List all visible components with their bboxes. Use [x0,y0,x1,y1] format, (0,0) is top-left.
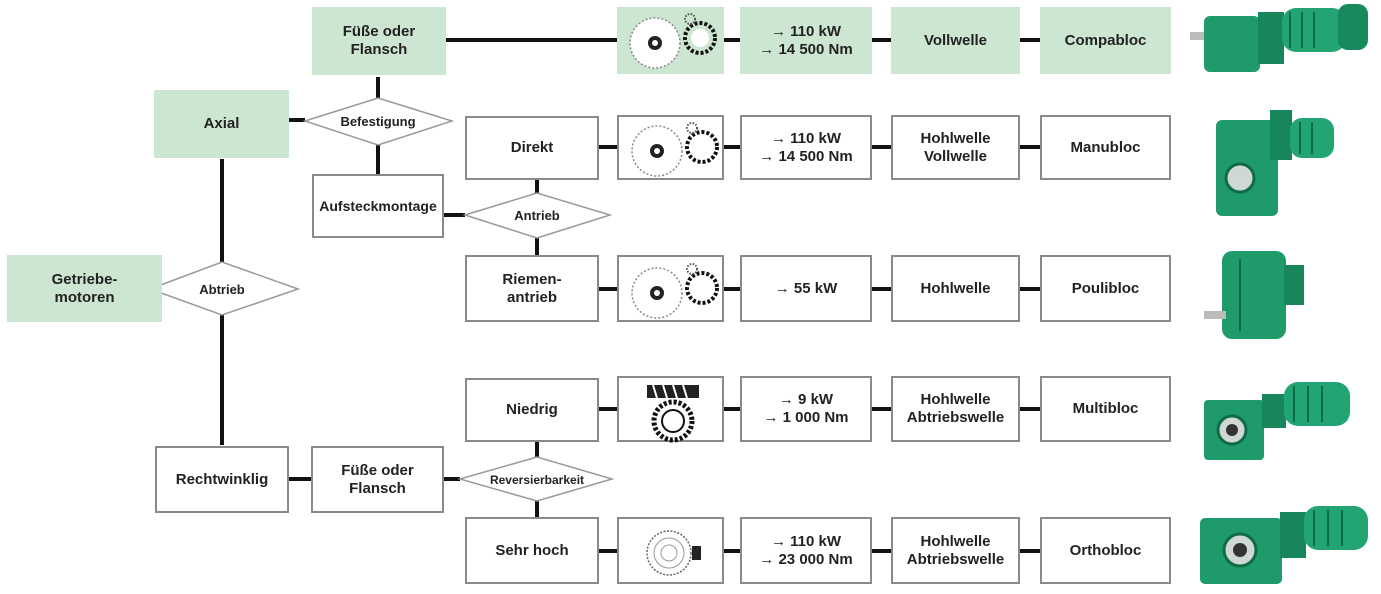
manubloc-motor-image [1216,110,1334,216]
spec-compabloc: → 110 kW → 14 500 Nm [740,7,872,74]
shaft-poulibloc: Hohlwelle [891,255,1020,322]
branch-rechtwinklig: Rechtwinklig [155,446,289,513]
decision-befestigung-diamond [302,97,455,146]
shaft-manubloc: Hohlwelle Vollwelle [891,115,1020,180]
orthobloc-motor-image [1200,506,1368,584]
branch-sehr-hoch: Sehr hoch [465,517,599,584]
decision-reversierbarkeit: Reversierbarkeit [489,473,585,487]
compabloc-motor-image [1190,4,1368,72]
decision-antrieb: Antrieb [514,207,560,223]
branch-riemenantrieb: Riemen- antrieb [465,255,599,322]
spur-gear-icon [617,115,724,180]
branch-aufsteckmontage: Aufsteckmontage [312,174,444,238]
spec-multibloc: → 9 kW → 1 000 Nm [740,376,872,442]
spur-gear-icon [617,255,724,322]
root-getriebemotoren: Getriebe- motoren [7,255,162,322]
spec-orthobloc: → 110 kW → 23 000 Nm [740,517,872,584]
decision-abtrieb-diamond [147,261,301,316]
shaft-compabloc: Vollwelle [891,7,1020,74]
branch-fuesse-flansch-bottom: Füße oder Flansch [311,446,444,513]
spec-manubloc: → 110 kW → 14 500 Nm [740,115,872,180]
product-poulibloc: Poulibloc [1040,255,1171,322]
decision-antrieb-diamond [462,192,613,239]
spec-poulibloc: → 55 kW [740,255,872,322]
decision-befestigung: Befestigung [340,113,416,129]
decision-reversierbarkeit-diamond [457,456,615,502]
bevel-gear-icon [617,517,724,584]
poulibloc-motor-image [1204,251,1304,339]
shaft-orthobloc: Hohlwelle Abtriebswelle [891,517,1020,584]
multibloc-motor-image [1204,382,1350,460]
branch-fuesse-flansch-top: Füße oder Flansch [312,7,446,75]
worm-gear-icon [617,376,724,443]
product-orthobloc: Orthobloc [1040,517,1171,584]
decision-abtrieb: Abtrieb [199,281,245,297]
branch-axial: Axial [154,90,289,158]
shaft-multibloc: Hohlwelle Abtriebswelle [891,376,1020,442]
product-compabloc: Compabloc [1040,7,1171,74]
product-manubloc: Manubloc [1040,115,1171,180]
branch-niedrig: Niedrig [465,378,599,442]
product-multibloc: Multibloc [1040,376,1171,442]
spur-gear-icon [617,7,724,74]
branch-direkt: Direkt [465,116,599,180]
